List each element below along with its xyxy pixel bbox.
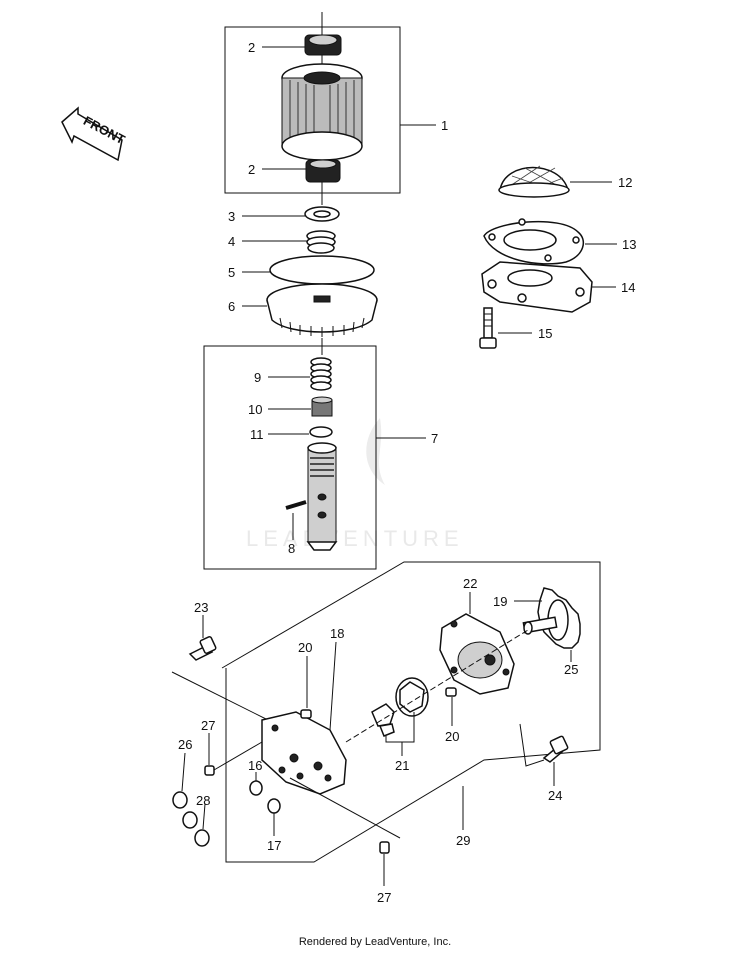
spring (306, 230, 336, 254)
callout-26: 26 (178, 737, 192, 752)
strainer-gasket (483, 218, 585, 265)
callout-1: 1 (441, 118, 448, 133)
watermark: LEADVENTURE (246, 418, 464, 551)
callout-15: 15 (538, 326, 552, 341)
callout-16: 16 (248, 758, 262, 773)
callout-2-bottom: 2 (248, 162, 255, 177)
callout-2-top: 2 (248, 40, 255, 55)
valve-pin (285, 500, 307, 510)
footer-credit: Rendered by LeadVenture, Inc. (298, 936, 452, 948)
callout-20-right: 20 (445, 729, 459, 744)
strainer-housing (481, 261, 593, 313)
callout-14: 14 (621, 280, 635, 295)
callout-6: 6 (228, 299, 235, 314)
callout-8: 8 (288, 541, 295, 556)
callout-4: 4 (228, 234, 235, 249)
valve-spring (310, 357, 332, 391)
callout-27-upper: 27 (201, 718, 215, 733)
callout-24: 24 (548, 788, 562, 803)
callout-5: 5 (228, 265, 235, 280)
strainer-bolt (479, 307, 497, 349)
pin-27-lower (379, 841, 390, 854)
callout-27-lower: 27 (377, 890, 391, 905)
callout-28: 28 (196, 793, 210, 808)
oil-filter-element (281, 34, 363, 183)
valve-o-ring (309, 426, 333, 438)
bypass-valve-box (203, 345, 377, 570)
washer-16 (249, 780, 263, 796)
callout-7: 7 (431, 431, 438, 446)
pump-gear (522, 587, 581, 649)
oil-screen (498, 165, 570, 198)
bypass-valve-body (306, 442, 338, 551)
callout-23: 23 (194, 600, 208, 615)
callout-3: 3 (228, 209, 235, 224)
front-arrow: FRONT (61, 106, 128, 162)
watermark-text: LEADVENTURE (246, 526, 464, 551)
pump-cover (261, 711, 347, 795)
o-ring-large (269, 255, 375, 285)
pin-27-upper (204, 765, 215, 776)
filter-group-box (224, 26, 401, 194)
filter-cover (266, 283, 378, 337)
pump-bolt-lower (542, 735, 569, 763)
callout-10: 10 (248, 402, 262, 417)
callout-19: 19 (493, 594, 507, 609)
callout-17: 17 (267, 838, 281, 853)
pump-body (439, 613, 515, 695)
callout-21: 21 (395, 758, 409, 773)
pump-o-rings (172, 791, 210, 847)
valve-collar (311, 396, 333, 417)
pump-rotor-set (371, 677, 429, 737)
callout-9: 9 (254, 370, 261, 385)
callout-20-left: 20 (298, 640, 312, 655)
pump-bolt-upper (188, 636, 217, 661)
callout-13: 13 (622, 237, 636, 252)
washer-17 (267, 798, 281, 814)
callout-25: 25 (564, 662, 578, 677)
callout-11: 11 (250, 427, 264, 442)
washer (304, 206, 340, 222)
dowel-pin-right (445, 687, 457, 697)
callout-29: 29 (456, 833, 470, 848)
dowel-pin-left (300, 709, 312, 719)
oil-pump-box (221, 561, 601, 863)
callout-18: 18 (330, 626, 344, 641)
callout-22: 22 (463, 576, 477, 591)
callout-12: 12 (618, 175, 632, 190)
